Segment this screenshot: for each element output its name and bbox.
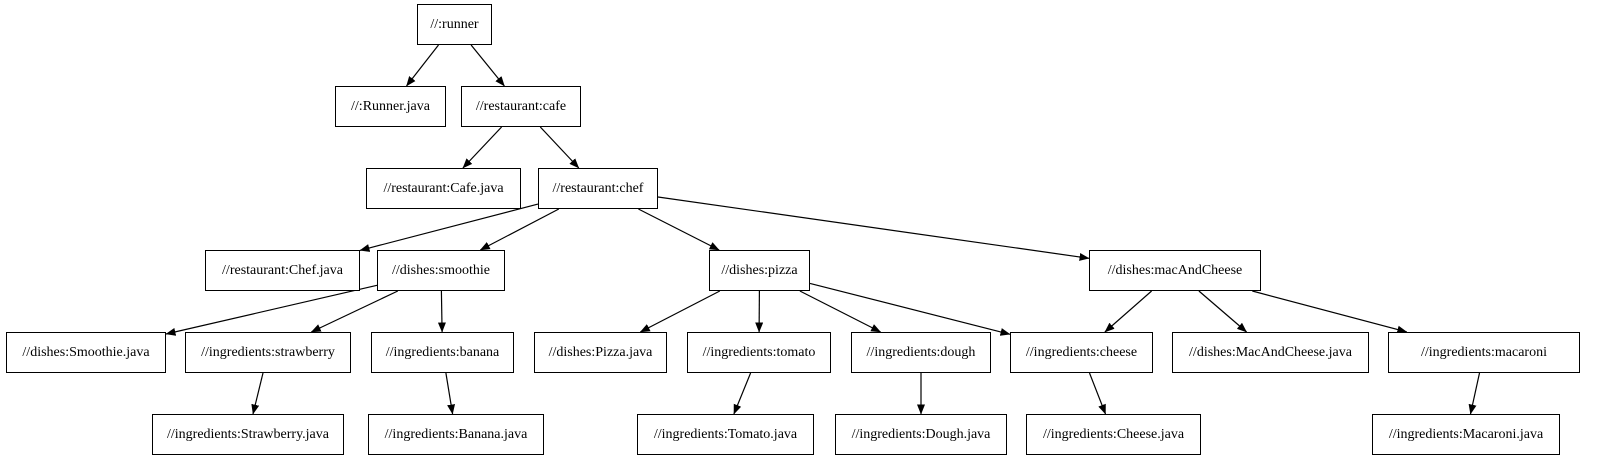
graph-node-dishes_macandcheese[interactable]: //dishes:macAndCheese xyxy=(1089,250,1261,291)
graph-node-runner_java[interactable]: //:Runner.java xyxy=(335,86,446,127)
graph-edge-dishes_pizza-to-dishes_pizza_java xyxy=(639,290,721,333)
graph-node-dishes_mac_java[interactable]: //dishes:MacAndCheese.java xyxy=(1172,332,1369,373)
graph-node-ing_strawberry_java[interactable]: //ingredients:Strawberry.java xyxy=(152,414,344,455)
graph-node-label: //ingredients:cheese xyxy=(1025,344,1138,360)
graph-node-label: //:Runner.java xyxy=(351,98,430,114)
graph-node-label: //dishes:smoothie xyxy=(392,262,490,278)
graph-edge-dishes_pizza-to-ing_dough xyxy=(799,290,882,333)
graph-node-label: //restaurant:cafe xyxy=(475,98,567,114)
graph-node-label: //:runner xyxy=(430,16,479,32)
graph-edge-ing_banana-to-ing_banana_java xyxy=(445,372,456,415)
graph-node-ing_cheese[interactable]: //ingredients:cheese xyxy=(1010,332,1153,373)
graph-edge-restaurant_cafe-to-restaurant_cafe_java xyxy=(462,126,503,169)
graph-node-label: //ingredients:tomato xyxy=(702,344,816,360)
graph-edge-ing_tomato-to-ing_tomato_java xyxy=(733,372,752,415)
graph-node-restaurant_cafe_java[interactable]: //restaurant:Cafe.java xyxy=(366,168,521,209)
graph-edge-restaurant_chef-to-dishes_smoothie xyxy=(479,208,560,251)
graph-node-label: //ingredients:dough xyxy=(866,344,976,360)
graph-node-label: //ingredients:Cheese.java xyxy=(1042,426,1185,442)
graph-node-label: //ingredients:Tomato.java xyxy=(653,426,798,442)
graph-edge-restaurant_chef-to-restaurant_chef_java xyxy=(359,203,539,252)
graph-edge-restaurant_cafe-to-restaurant_chef xyxy=(539,126,580,169)
graph-node-ing_macaroni[interactable]: //ingredients:macaroni xyxy=(1388,332,1580,373)
graph-edge-runner-to-runner_java xyxy=(406,44,439,87)
graph-edge-dishes_smoothie-to-ing_strawberry xyxy=(310,290,399,333)
graph-node-ing_macaroni_java[interactable]: //ingredients:Macaroni.java xyxy=(1372,414,1560,455)
graph-node-label: //restaurant:Chef.java xyxy=(222,262,343,278)
graph-node-restaurant_chef_java[interactable]: //restaurant:Chef.java xyxy=(205,250,360,291)
graph-node-label: //ingredients:Banana.java xyxy=(384,426,528,442)
graph-node-label: //ingredients:macaroni xyxy=(1421,344,1547,360)
graph-node-restaurant_cafe[interactable]: //restaurant:cafe xyxy=(461,86,581,127)
graph-node-ing_dough_java[interactable]: //ingredients:Dough.java xyxy=(835,414,1007,455)
graph-edge-dishes_smoothie-to-ing_banana xyxy=(437,290,446,333)
graph-edge-dishes_macandcheese-to-ing_cheese xyxy=(1104,290,1152,333)
graph-edge-dishes_macandcheese-to-dishes_mac_java xyxy=(1198,290,1247,333)
graph-edge-ing_macaroni-to-ing_macaroni_java xyxy=(1468,372,1481,415)
graph-node-label: //ingredients:Dough.java xyxy=(851,426,991,442)
graph-node-dishes_smoothie[interactable]: //dishes:smoothie xyxy=(377,250,505,291)
graph-edge-ing_cheese-to-ing_cheese_java xyxy=(1088,372,1107,415)
graph-node-dishes_pizza[interactable]: //dishes:pizza xyxy=(709,250,810,291)
graph-edge-runner-to-restaurant_cafe xyxy=(470,44,505,87)
graph-node-runner[interactable]: //:runner xyxy=(417,4,492,45)
graph-node-ing_banana_java[interactable]: //ingredients:Banana.java xyxy=(368,414,544,455)
graph-edge-dishes_pizza-to-ing_cheese xyxy=(809,282,1011,336)
graph-node-label: //ingredients:Strawberry.java xyxy=(167,426,329,442)
graph-node-ing_strawberry[interactable]: //ingredients:strawberry xyxy=(185,332,351,373)
graph-node-label: //ingredients:strawberry xyxy=(201,344,335,360)
graph-node-label: //dishes:Smoothie.java xyxy=(22,344,150,360)
graph-node-label: //dishes:pizza xyxy=(721,262,798,278)
graph-edge-ing_strawberry-to-ing_strawberry_java xyxy=(251,372,264,415)
graph-edge-dishes_macandcheese-to-ing_macaroni xyxy=(1252,290,1408,334)
graph-node-ing_dough[interactable]: //ingredients:dough xyxy=(851,332,991,373)
graph-node-label: //restaurant:Cafe.java xyxy=(383,180,504,196)
graph-node-label: //ingredients:banana xyxy=(385,344,500,360)
graph-edge-restaurant_chef-to-dishes_pizza xyxy=(638,208,720,251)
graph-node-label: //ingredients:Macaroni.java xyxy=(1388,426,1544,442)
graph-node-ing_tomato[interactable]: //ingredients:tomato xyxy=(687,332,831,373)
graph-node-label: //dishes:Pizza.java xyxy=(548,344,653,360)
graph-node-label: //restaurant:chef xyxy=(552,180,644,196)
graph-node-ing_cheese_java[interactable]: //ingredients:Cheese.java xyxy=(1026,414,1201,455)
graph-node-restaurant_chef[interactable]: //restaurant:chef xyxy=(538,168,658,209)
graph-node-label: //dishes:macAndCheese xyxy=(1107,262,1243,278)
graph-node-dishes_smoothie_java[interactable]: //dishes:Smoothie.java xyxy=(6,332,166,373)
graph-edge-dishes_smoothie-to-dishes_smoothie_java xyxy=(165,284,378,336)
graph-node-dishes_pizza_java[interactable]: //dishes:Pizza.java xyxy=(534,332,667,373)
graph-node-ing_banana[interactable]: //ingredients:banana xyxy=(371,332,514,373)
graph-node-label: //dishes:MacAndCheese.java xyxy=(1189,344,1352,360)
graph-node-ing_tomato_java[interactable]: //ingredients:Tomato.java xyxy=(637,414,814,455)
